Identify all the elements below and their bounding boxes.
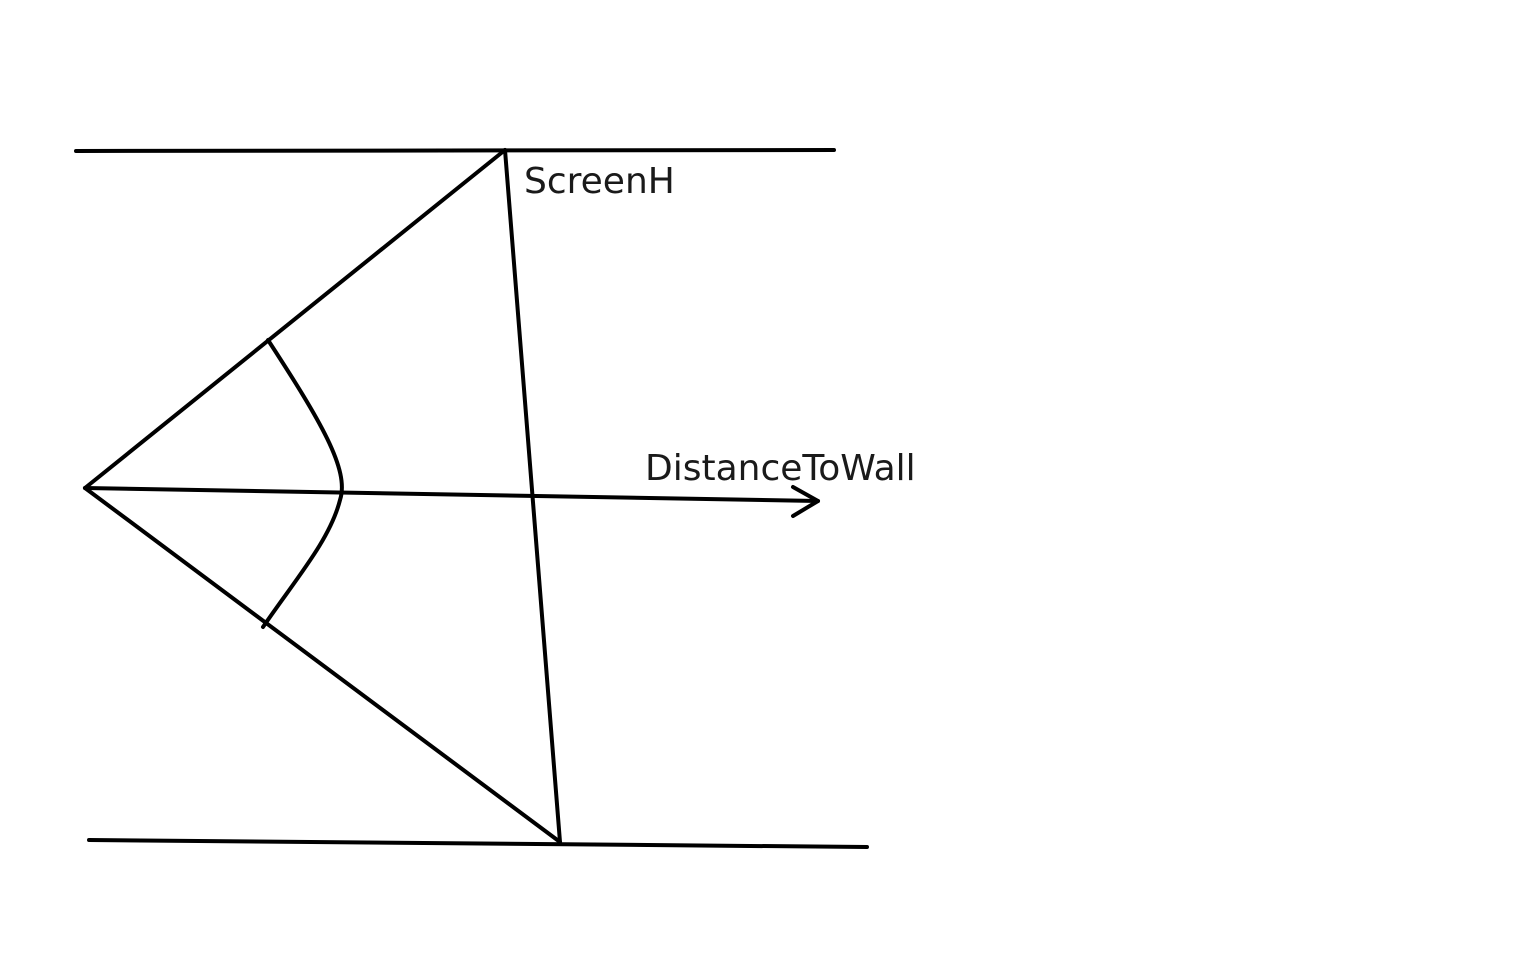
distance-arrow-shaft xyxy=(83,486,820,503)
distance-to-wall-label: DistanceToWall xyxy=(645,448,916,489)
screen-height-label: ScreenH xyxy=(524,161,675,202)
fov-angle-arc xyxy=(261,338,344,629)
distance-arrow-head xyxy=(791,485,820,518)
bottom-boundary-line xyxy=(87,838,869,849)
lower-view-ray xyxy=(83,486,562,844)
upper-view-ray xyxy=(83,148,507,490)
top-boundary-line xyxy=(74,148,836,153)
